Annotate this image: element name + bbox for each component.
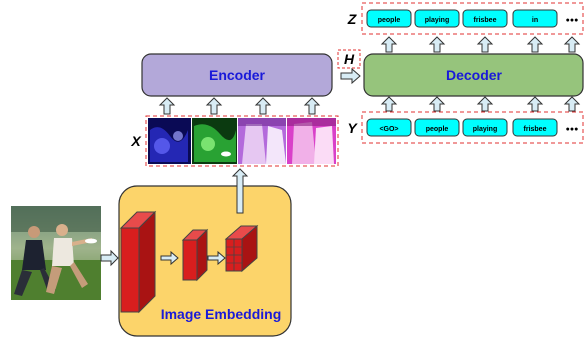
arrow-conv2-to-conv3 <box>207 250 226 266</box>
z-label: Z <box>347 11 357 27</box>
input-token-1 <box>366 118 412 137</box>
conv-layer-3 <box>224 224 259 273</box>
decoder-block: Decoder <box>363 53 584 97</box>
decoder-label: Decoder <box>446 67 503 83</box>
input-token-4-text: frisbee <box>524 126 547 133</box>
output-token-2 <box>414 9 460 28</box>
arrow-conv1-to-conv2 <box>160 250 179 266</box>
input-photo <box>11 206 101 300</box>
output-sequence-z: Z people playing frisbee in ●●● <box>347 2 584 35</box>
h-label: H <box>344 51 355 67</box>
input-token-2 <box>414 118 460 137</box>
input-token-2-text: people <box>426 126 449 133</box>
arrows-input-to-decoder <box>380 96 581 112</box>
arrows-features-to-encoder <box>158 97 321 115</box>
image-embedding-label: Image Embedding <box>161 306 282 322</box>
encoder-label: Encoder <box>209 67 266 83</box>
output-token-2-text: playing <box>425 17 450 24</box>
arrow-encoder-to-decoder <box>340 67 361 85</box>
output-ellipsis: ●●● <box>566 17 579 24</box>
output-token-1 <box>366 9 412 28</box>
output-token-1-text: people <box>378 17 401 24</box>
arrow-embedding-to-features <box>231 168 249 214</box>
input-token-1-text: <GO> <box>379 126 398 133</box>
output-token-3-text: frisbee <box>474 17 497 24</box>
feature-maps-x: X <box>130 115 339 167</box>
image-embedding-block: Image Embedding <box>118 185 292 337</box>
arrow-photo-to-embedding <box>100 249 119 267</box>
input-token-4 <box>512 118 558 137</box>
hidden-state-h: H <box>337 49 361 85</box>
encoder-block: Encoder <box>141 53 333 97</box>
y-label: Y <box>347 120 358 136</box>
input-ellipsis: ●●● <box>566 126 579 133</box>
arrows-decoder-to-output <box>380 36 581 53</box>
output-token-3 <box>462 9 508 28</box>
input-sequence-y: Y <GO> people playing frisbee ●●● <box>347 111 584 144</box>
input-token-3-text: playing <box>473 126 498 133</box>
x-label: X <box>130 133 142 149</box>
input-token-3 <box>462 118 508 137</box>
output-token-4 <box>512 9 558 28</box>
output-token-4-text: in <box>532 17 538 24</box>
